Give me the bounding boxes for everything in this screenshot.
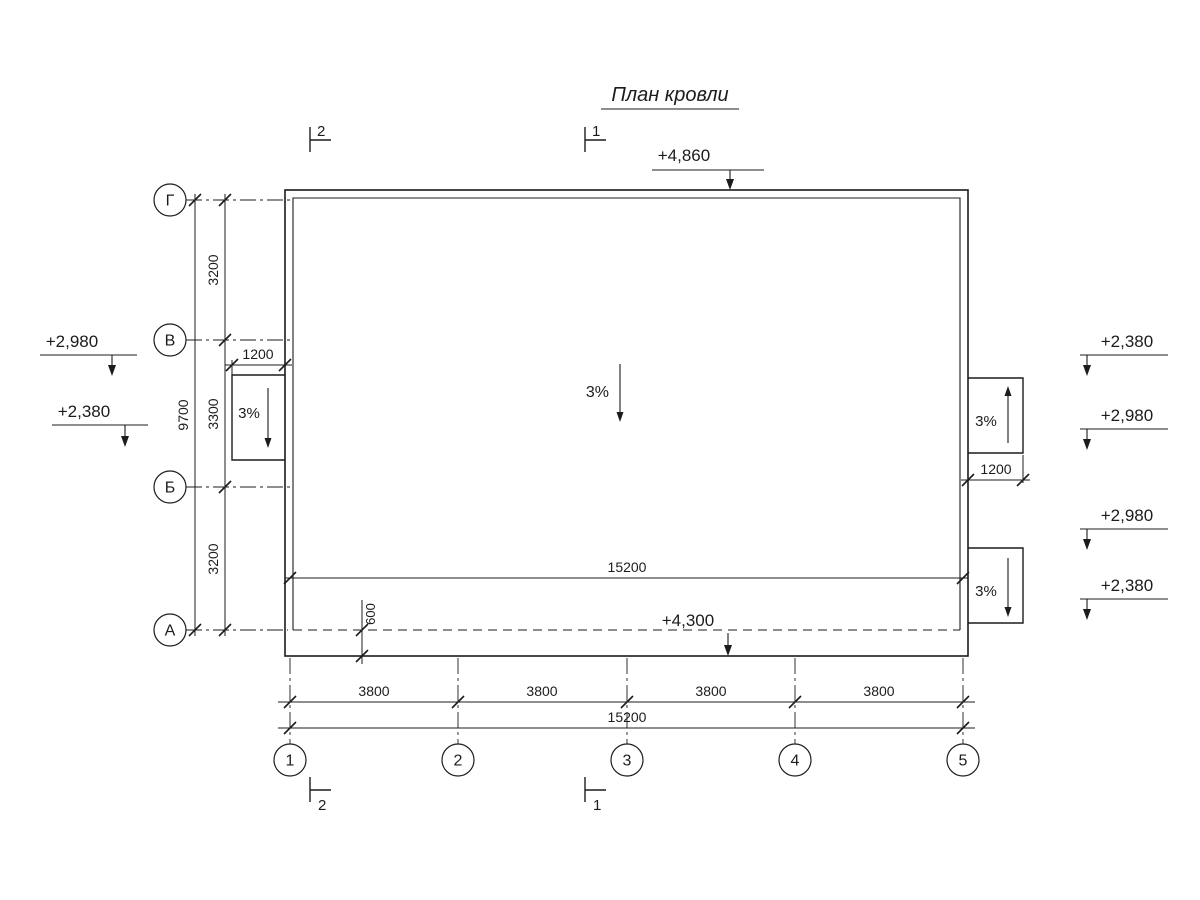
elevation-right-upper-high: +2,980: [1101, 406, 1153, 425]
elevation-left-canopy-top: +2,980: [46, 332, 98, 351]
section-2-bottom-label: 2: [318, 797, 326, 814]
axis-lines: [186, 199, 964, 744]
dim-bottom-total: 15200: [608, 709, 647, 725]
right-lower-canopy: 3%: [968, 547, 1024, 624]
dimension-lines: [194, 194, 1030, 729]
dim-bottom-seg-2: 3800: [526, 683, 557, 699]
down-arrow-icon: [121, 436, 129, 447]
axis-col-label-2: 2: [454, 753, 463, 770]
elevation-right-lower-high: +2,980: [1101, 506, 1153, 525]
dim-left-canopy-width: 1200: [242, 346, 273, 362]
down-arrow-icon: [264, 438, 272, 448]
main-roof-slope: 3%: [586, 364, 624, 422]
dim-left-seg-2: 3300: [205, 398, 221, 429]
axis-col-label-5: 5: [959, 753, 968, 770]
axis-row-label-v: В: [165, 333, 176, 350]
down-arrow-icon: [724, 645, 732, 656]
down-arrow-icon: [108, 365, 116, 376]
section-marks: 2 1 2 1: [309, 123, 606, 814]
axis-bubble: [610, 743, 644, 777]
dim-right-canopy-width: 1200: [980, 461, 1011, 477]
section-1-bottom-label: 1: [593, 797, 601, 814]
left-canopy-slope-label: 3%: [238, 405, 260, 422]
axis-bubble: [273, 743, 307, 777]
down-arrow-icon: [1083, 539, 1091, 550]
down-arrow-icon: [726, 179, 734, 190]
down-arrow-icon: [1083, 365, 1091, 376]
section-cut-lines: [309, 127, 606, 802]
axis-col-label-3: 3: [623, 753, 632, 770]
down-arrow-icon: [1004, 607, 1012, 617]
dim-bottom-seg-1: 3800: [358, 683, 389, 699]
main-slope-label: 3%: [586, 384, 609, 401]
axis-bubble: [441, 743, 475, 777]
elevation-roof-high: +4,860: [658, 146, 710, 165]
elevation-right-upper-low: +2,380: [1101, 332, 1153, 351]
section-1-top-label: 1: [592, 123, 600, 140]
column-axis-bubbles: 1 2 3 4 5: [273, 743, 980, 777]
down-arrow-icon: [1083, 439, 1091, 450]
axis-row-label-b: Б: [165, 480, 176, 497]
right-upper-canopy: 3%: [968, 377, 1024, 454]
row-axis-bubbles: Г В Б А: [153, 183, 187, 647]
axis-bubble: [946, 743, 980, 777]
axis-row-label-g: Г: [166, 193, 175, 210]
dim-eave-overhang: 600: [363, 603, 378, 625]
right-lower-canopy-outline: [968, 547, 1024, 624]
axis-col-label-4: 4: [791, 753, 800, 770]
axis-col-label-1: 1: [286, 753, 295, 770]
elevation-left-canopy-bottom: +2,380: [58, 402, 110, 421]
axis-bubble: [153, 613, 187, 647]
dim-left-seg-3: 3200: [205, 543, 221, 574]
left-canopy: 3%: [231, 374, 285, 461]
right-upper-canopy-slope-label: 3%: [975, 413, 997, 430]
axis-bubble: [153, 183, 187, 217]
dim-bottom-seg-4: 3800: [863, 683, 894, 699]
right-upper-canopy-outline: [968, 377, 1024, 454]
up-arrow-icon: [1004, 386, 1012, 396]
down-arrow-icon: [1083, 609, 1091, 620]
right-lower-canopy-slope-label: 3%: [975, 583, 997, 600]
parapet-inner-line: [292, 197, 961, 630]
roof-outer-edge: [284, 189, 969, 657]
section-2-top-label: 2: [317, 123, 325, 140]
left-canopy-outline: [231, 374, 285, 461]
elevation-eave: +4,300: [662, 611, 714, 630]
axis-bubble: [153, 323, 187, 357]
dim-roof-width: 15200: [608, 559, 647, 575]
drawing-title: План кровли: [611, 84, 728, 106]
dim-left-total: 9700: [175, 399, 191, 430]
elevation-right-lower-low: +2,380: [1101, 576, 1153, 595]
down-arrow-icon: [616, 412, 624, 422]
elevation-leader-lines: [40, 169, 1168, 646]
axis-bubble: [153, 470, 187, 504]
dim-bottom-seg-3: 3800: [695, 683, 726, 699]
axis-bubble: [778, 743, 812, 777]
building: [284, 189, 969, 657]
dim-left-seg-1: 3200: [205, 254, 221, 285]
dimension-ticks: [188, 193, 1030, 735]
axis-row-label-a: А: [165, 623, 176, 640]
